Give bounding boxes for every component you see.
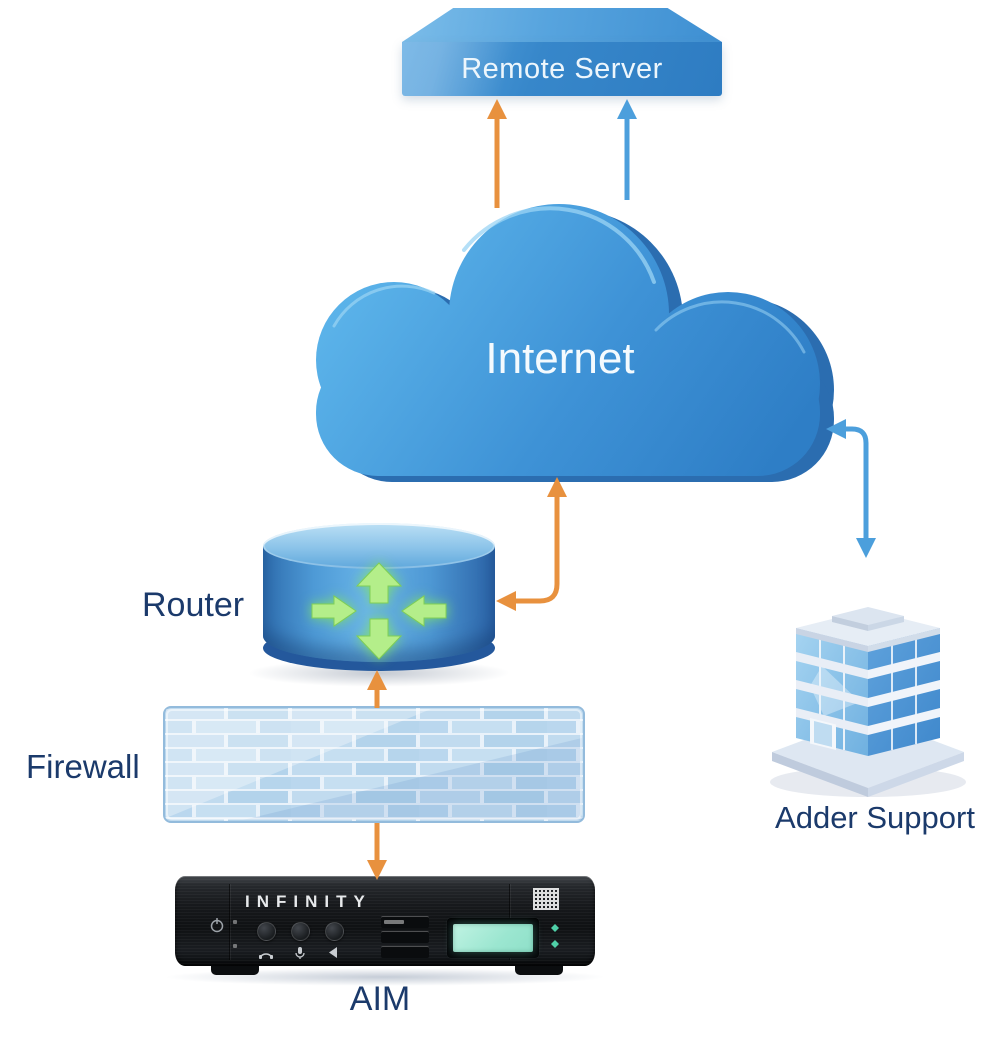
speaker-button — [325, 922, 344, 941]
status-led-icon-top — [551, 924, 559, 932]
arrow-router-internet-orange — [512, 494, 560, 604]
card-slot — [381, 916, 429, 928]
router-node — [247, 523, 511, 691]
adder-support-building — [770, 607, 966, 797]
firewall-sheen — [166, 709, 431, 818]
panel-seam-left — [229, 884, 230, 960]
headphone-volume-button — [257, 922, 276, 941]
building-roof — [796, 607, 940, 652]
firewall-wall — [163, 706, 585, 823]
arrowhead-up-blue — [617, 99, 637, 119]
device-foot-right — [515, 966, 563, 975]
status-led-icon-bottom — [551, 940, 559, 948]
aim-shadow — [163, 968, 607, 986]
cloud-face — [316, 204, 820, 476]
qr-logo — [533, 888, 559, 910]
remote-server-front-face: Remote Server — [402, 42, 722, 96]
remote-server-label: Remote Server — [461, 52, 663, 85]
headphone-icon — [259, 953, 273, 959]
aim-label: AIM — [349, 980, 411, 1018]
arrowhead-down-blue — [856, 538, 876, 558]
firewall-node — [163, 706, 585, 823]
aim-device-node: INFINITY — [163, 876, 607, 986]
arrow-internet-adder-blue — [843, 426, 869, 540]
firewall-shade — [243, 738, 582, 820]
card-slot — [381, 946, 429, 958]
slot-indicator-top — [233, 920, 237, 924]
internet-label: Internet — [485, 334, 635, 383]
card-slot-module — [381, 916, 429, 961]
router-crossroads-icon — [311, 562, 447, 660]
lcd-display — [447, 918, 539, 958]
device-foot-left — [211, 966, 259, 975]
cloud-rim-highlights — [332, 206, 806, 354]
arrowhead-left-orange — [496, 591, 516, 611]
aim-chassis: INFINITY — [175, 876, 595, 966]
building-door — [810, 718, 836, 750]
adder-support-label: Adder Support — [775, 800, 975, 835]
power-icon — [210, 918, 224, 933]
card-slot — [381, 931, 429, 943]
microphone-icon — [295, 947, 305, 959]
arrowhead-up-orange — [487, 99, 507, 119]
floor-bands — [796, 652, 940, 735]
remote-server-node: Remote Server — [402, 8, 722, 96]
slot-indicator-bottom — [233, 944, 237, 948]
router-label: Router — [142, 586, 245, 624]
firewall-label: Firewall — [26, 748, 140, 785]
infinity-brand-label: INFINITY — [245, 892, 372, 911]
lcd-screen — [453, 924, 533, 952]
remote-server-top-face — [402, 8, 722, 42]
internet-cloud-icon — [316, 204, 834, 482]
speaker-icon — [329, 947, 337, 958]
microphone-button — [291, 922, 310, 941]
router-cylinder-top — [263, 523, 495, 569]
